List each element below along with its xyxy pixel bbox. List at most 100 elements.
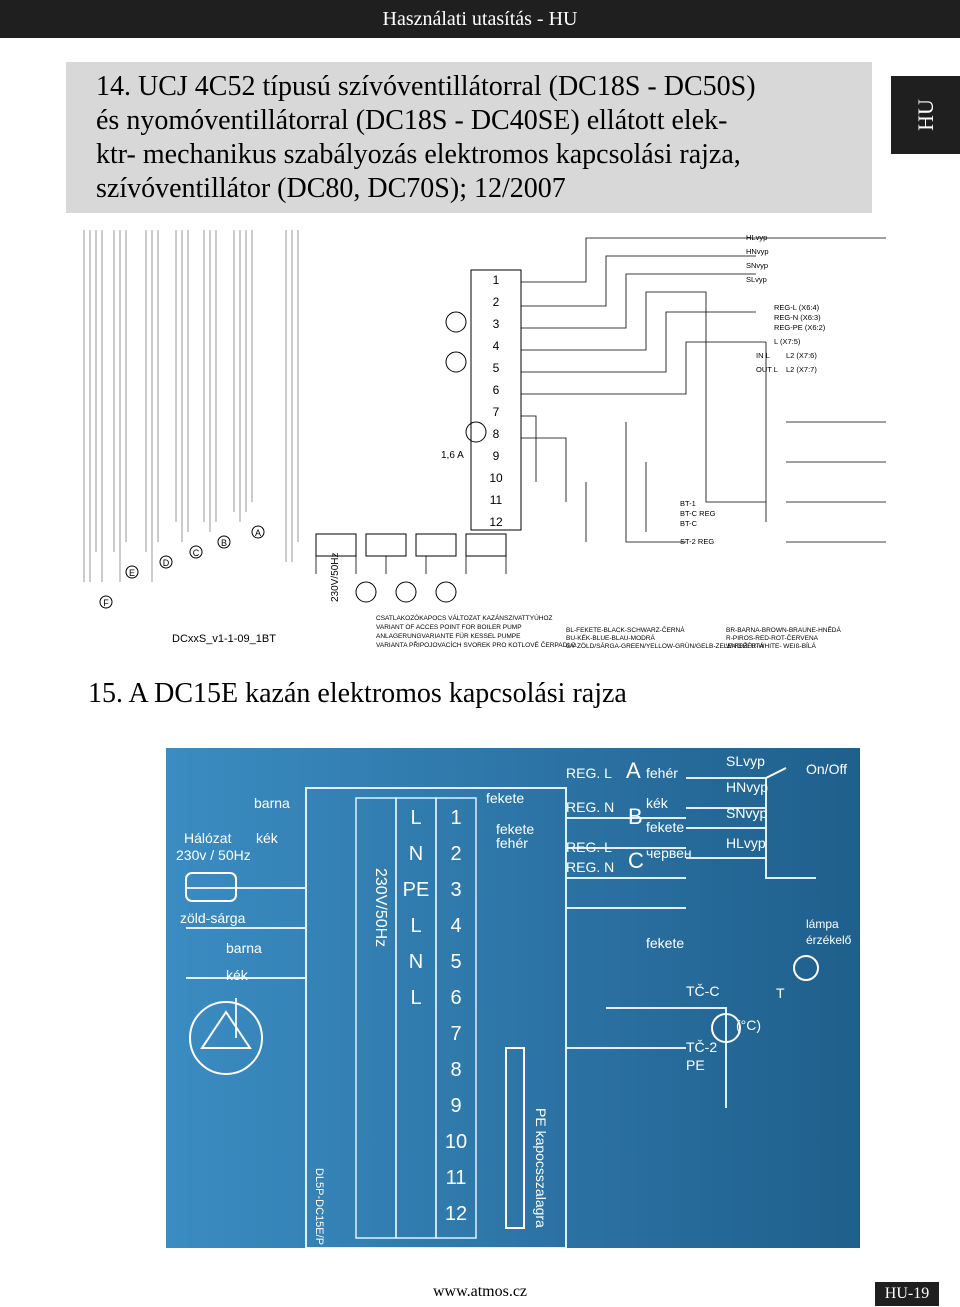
terminal-number: 9 [493,449,500,463]
legend-line: GY-ZÖLD/SÁRGA-GREEN/YELLOW-GRÜN/GELB-ZEL… [566,641,765,650]
terminal-number: 6 [450,987,461,1009]
terminal-number: 3 [450,879,461,901]
legend-line: BL-FEKETE-BLACK-SCHWARZ-ČERNÁ [566,625,685,634]
right-label: L2 (X7:6) [786,351,817,360]
pe-strip-icon [505,1047,525,1229]
variant-line: CSATLAKOZÓKAPOCS VÁLTOZAT KAZÁNSZIVATTYÚ… [376,613,553,622]
wire-color-label: fekete [646,819,684,835]
fan-motor-icon [189,1001,263,1075]
title-line: és nyomóventillátorral (DC18S - DC40SE) … [96,105,728,136]
page-number: HU-19 [884,1285,930,1302]
wiring-diagram-14: F E D C B A DCxxS_v1-1-09_1BT 1 2 3 4 5 … [66,222,892,662]
right-label: OUT L [756,365,778,374]
lamp-icon [793,955,819,981]
footer-url[interactable]: www.atmos.cz [432,1283,528,1300]
color-legend: BL-FEKETE-BLACK-SCHWARZ-ČERNÁ BU-KÉK-BLU… [566,625,842,650]
title-line: 14. UCJ 4C52 típusú szívóventillátorral … [96,71,756,102]
fan-icon [435,581,457,603]
thermostat-label: TČ-2 [686,1039,717,1055]
terminal-number: 4 [493,339,500,353]
left-terminal: L [410,987,421,1009]
header-title: Használati utasítás - HU [382,7,578,30]
right-label: REG-N (X6:3) [774,313,821,322]
terminal-number: 2 [450,843,461,865]
right-label: SNvyp [746,261,768,270]
wire-color-label: barna [254,795,290,811]
legend-line: R-PIROS-RED-ROT-ČERVENA [726,633,819,642]
wire-color-label: fehér [646,765,678,781]
motor-icon [465,421,487,443]
terminal-number: 6 [493,383,500,397]
switch-label: HLvyp [726,835,766,851]
thermostat-label: PE [686,1057,705,1073]
left-terminal: N [409,951,423,973]
left-terminal: N [409,843,423,865]
section-15-title: 15. A DC15E kazán elektromos kapcsolási … [88,678,627,709]
wires [315,237,886,574]
terminal-number: 5 [493,361,500,375]
wiring-diagram-15: 1 2 3 4 5 6 7 8 9 10 11 12 L N PE L N L … [166,748,860,1248]
right-label: HNvyp [746,247,769,256]
wire-color-label: barna [226,940,262,956]
terminal-number: 11 [490,493,503,507]
language-tab: HU [891,76,960,154]
left-terminal: L [410,915,421,937]
note-letter: D [163,558,170,568]
supply-block: 230V/50Hz [315,533,507,603]
terminal-row [355,797,477,1239]
diagram2-symbols [185,767,819,1229]
terminal-number: 8 [450,1059,461,1081]
wire-color-label: fekete [486,790,524,806]
mains-spec-label: 230v / 50Hz [176,847,251,863]
terminal-number: 3 [493,317,500,331]
reg-label: REG. N [566,799,614,815]
right-labels: HLvyp HNvyp SNvyp SLvyp REG-L (X6:4) REG… [746,233,826,374]
title-line: ktr- mechanikus szabályozás elektromos k… [96,139,741,170]
wire-color-label: fehér [496,835,528,851]
terminal-strip: 1 2 3 4 5 6 7 8 9 10 11 12 [470,269,522,531]
wire-color-label: kék [226,967,249,983]
lamp-label: lámpa [806,917,839,931]
circuit-letter: B [628,804,643,829]
diagram2-wires [186,777,816,1248]
side-label: BT-C [680,519,698,528]
right-label: L2 (X7:7) [786,365,817,374]
side-label: ST-2 REG [680,537,714,546]
terminal-number: 10 [445,1131,467,1153]
pump-icon [355,581,377,603]
terminal-number: 11 [446,1167,467,1189]
variant-text: CSATLAKOZÓKAPOCS VÁLTOZAT KAZÁNSZIVATTYÚ… [376,613,576,649]
terminal-number: 12 [489,515,503,529]
plug-icon [185,872,237,902]
right-label: HLvyp [746,233,767,242]
legend-line: BU-KÉK-BLUE-BLAU-MODRÁ [566,633,656,642]
right-label: SLvyp [746,275,767,284]
mains-label: Hálózat [184,830,232,846]
note-letter: B [221,538,227,548]
motor-icon [445,351,467,373]
switch-label: SLvyp [726,753,765,769]
title-line: szívóventillátor (DC80, DC70S); 12/2007 [96,173,566,204]
right-label: L (X7:5) [774,337,801,346]
wire-color-label: kék [646,795,669,811]
supply-label: 230V/50Hz [330,553,341,602]
right-label: REG-L (X6:4) [774,303,820,312]
right-label: IN L [756,351,770,360]
motor-icon [445,311,467,333]
left-terminal: L [410,807,421,829]
terminal-number: 12 [445,1203,467,1225]
note-letter-markers: F E D C B A [99,525,265,609]
side-label: BT-C REG [680,509,716,518]
terminal-labels: 1 2 3 4 5 6 7 8 9 10 11 12 L N PE L N L [403,807,467,1225]
variant-line: ANLAGERUNGVARIANTE FÜR KESSEL PUMPE [376,632,521,640]
terminal-number: 1 [493,273,500,287]
fuse-label: 1,6 A [441,450,464,461]
legend-line: BR-BARNA-BROWN-BRAUNE-HNĚDÁ [726,625,842,634]
terminal-number: 2 [493,295,500,309]
thermostat-label: TČ-C [686,983,719,999]
section-14-title-box: 14. UCJ 4C52 típusú szívóventillátorral … [66,62,872,213]
pe-strip-label: PE kapocsszalagra [533,1108,549,1228]
circuit-letter: A [626,758,641,783]
reg-label: REG. L [566,839,612,855]
switch-label: SNvyp [726,805,767,821]
